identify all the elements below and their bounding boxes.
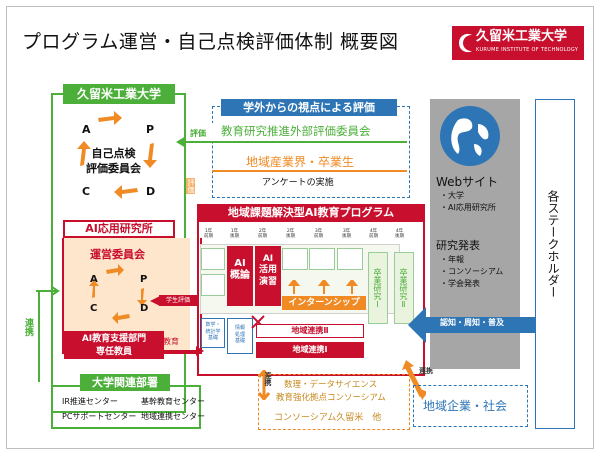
related-depts-title: 大学関連部署	[80, 374, 170, 391]
course-internship: インターンシップ	[282, 296, 366, 310]
external-committee: 教育研究推進外部評価委員会	[221, 124, 371, 138]
collab-line-left	[38, 292, 40, 382]
eval-arrow-line-1	[182, 141, 212, 143]
course-info: 情報 処理 基礎	[227, 318, 253, 354]
dept-ir: IR推進センター	[62, 397, 118, 406]
student-eval-label: 学生評価	[159, 295, 197, 306]
education-arrow-line	[164, 350, 198, 352]
logo-mark-icon	[459, 33, 472, 53]
pub-title: 研究発表	[436, 239, 480, 252]
course-cell-2	[201, 274, 225, 296]
page-title: プログラム運営・自己点検評価体制 概要図	[22, 31, 399, 53]
course-thesis1: 卒業研究Ⅰ	[373, 268, 382, 309]
globe-icon	[440, 106, 500, 166]
course-cell-5	[337, 248, 363, 270]
outreach-arrow-label: 認知・周知・普及	[440, 318, 504, 327]
consortium-line3: コンソーシアム久留米 他	[274, 413, 382, 423]
lab-pdca-c: C	[90, 303, 98, 314]
consortium-collab-label: 連携	[264, 372, 272, 386]
eval-label-1: 評価	[190, 129, 206, 138]
web-title: Webサイト	[436, 175, 499, 189]
course-ai-basic: AI 概論	[227, 246, 253, 306]
lab-pdca-a: A	[90, 274, 98, 285]
lab-pdca-d: D	[140, 303, 149, 314]
logo-name-en: KURUME INSTITUTE OF TECHNOLOGY	[476, 47, 579, 53]
regional-society: 地域企業・社会	[423, 399, 508, 413]
year-3b: 3年 後期	[342, 229, 351, 240]
survey-label: アンケートの実施	[262, 178, 334, 188]
pub-item-conf: ・学会発表	[440, 279, 480, 288]
education-label: 教育	[163, 337, 179, 346]
consortium-line2: 教育強化拠点コンソーシアム	[276, 393, 386, 403]
course-cell-3	[282, 248, 308, 270]
stakeholders-label: 各ステークホルダー	[546, 190, 560, 298]
dept-core-edu: 基幹教育センター	[141, 397, 205, 406]
outer-frame	[6, 6, 594, 449]
year-1a: 1年 前期	[204, 229, 213, 240]
support-dept: AI教育支援部門 専任教員	[64, 331, 164, 359]
student-eval-arrow-icon	[150, 296, 160, 306]
collab-arrow-icon	[36, 286, 60, 296]
course-thesis2: 卒業研究Ⅱ	[399, 268, 408, 309]
course-thesis2-box	[394, 252, 414, 324]
course-cell-4	[309, 248, 335, 270]
globe-continents-icon	[451, 118, 489, 156]
course-cell-1	[201, 248, 225, 270]
program-title: 地域課題解決型AI教育プログラム	[197, 204, 425, 222]
pdca-a: A	[82, 123, 91, 136]
year-4b: 4年 後期	[395, 229, 404, 240]
ai-lab-title: AI応用研究所	[63, 220, 175, 238]
related-depts-frame	[51, 385, 201, 429]
community-graduates: 地域産業界・卒業生	[246, 155, 355, 169]
pdca-c: C	[82, 185, 91, 198]
dept-regional: 地域連携センター	[141, 412, 205, 421]
year-3a: 3年 前期	[314, 229, 323, 240]
year-2a: 2年 前期	[258, 229, 267, 240]
steering-committee: 運営委員会	[90, 248, 145, 261]
university-title: 久留米工業大学	[63, 84, 175, 104]
course-regional1: 地域連携Ⅰ	[256, 342, 364, 358]
lab-pdca-p: P	[140, 274, 148, 285]
pdca-cycle-top	[77, 111, 157, 199]
year-2b: 2年 後期	[286, 229, 295, 240]
pdca-p: P	[146, 123, 155, 136]
external-eval-title: 学外からの視点による評価	[221, 99, 397, 116]
course-math: 数学・ 統計学 基礎	[201, 318, 225, 348]
course-ai-practice: AI 活用 演習	[255, 246, 281, 306]
external-committee-row	[212, 123, 407, 143]
regional-arrow-icon	[402, 360, 426, 400]
consortium-arrow-icon	[257, 370, 271, 400]
regional-collab-label: 連携	[419, 367, 433, 375]
web-item-univ: ・大学	[440, 191, 464, 200]
stakeholders-box	[535, 99, 575, 429]
pdca-cycle-lab	[89, 264, 147, 324]
collab-label-left: 連携	[23, 318, 33, 336]
pub-item-annual: ・年報	[440, 255, 464, 264]
self-eval-committee: 自己点検 評価委員会	[86, 147, 141, 175]
internship-arrows-icon	[287, 280, 359, 294]
pdca-d: D	[146, 185, 156, 198]
community-line	[212, 170, 407, 172]
university-logo	[452, 26, 584, 60]
dept-pc-support: PCサポートセンター	[62, 412, 137, 421]
eval-label-2: 評価	[186, 178, 195, 194]
outreach-arrow-icon	[408, 307, 558, 343]
eval-arrow-head-1	[176, 136, 186, 148]
course-thesis1-box	[368, 252, 388, 324]
course-regional2: 地域連携Ⅱ	[256, 324, 364, 338]
year-1b: 1年 後期	[230, 229, 239, 240]
pub-item-consortium: ・コンソーシアム	[440, 267, 504, 276]
regional-frame	[413, 385, 528, 427]
logo-name-jp: 久留米工業大学	[476, 29, 568, 44]
web-item-lab: ・AI応用研究所	[440, 203, 496, 212]
year-4a: 4年 前期	[369, 229, 378, 240]
consortium-line1: 数理・データサイエンス	[284, 380, 378, 390]
consortium-frame	[258, 374, 410, 430]
